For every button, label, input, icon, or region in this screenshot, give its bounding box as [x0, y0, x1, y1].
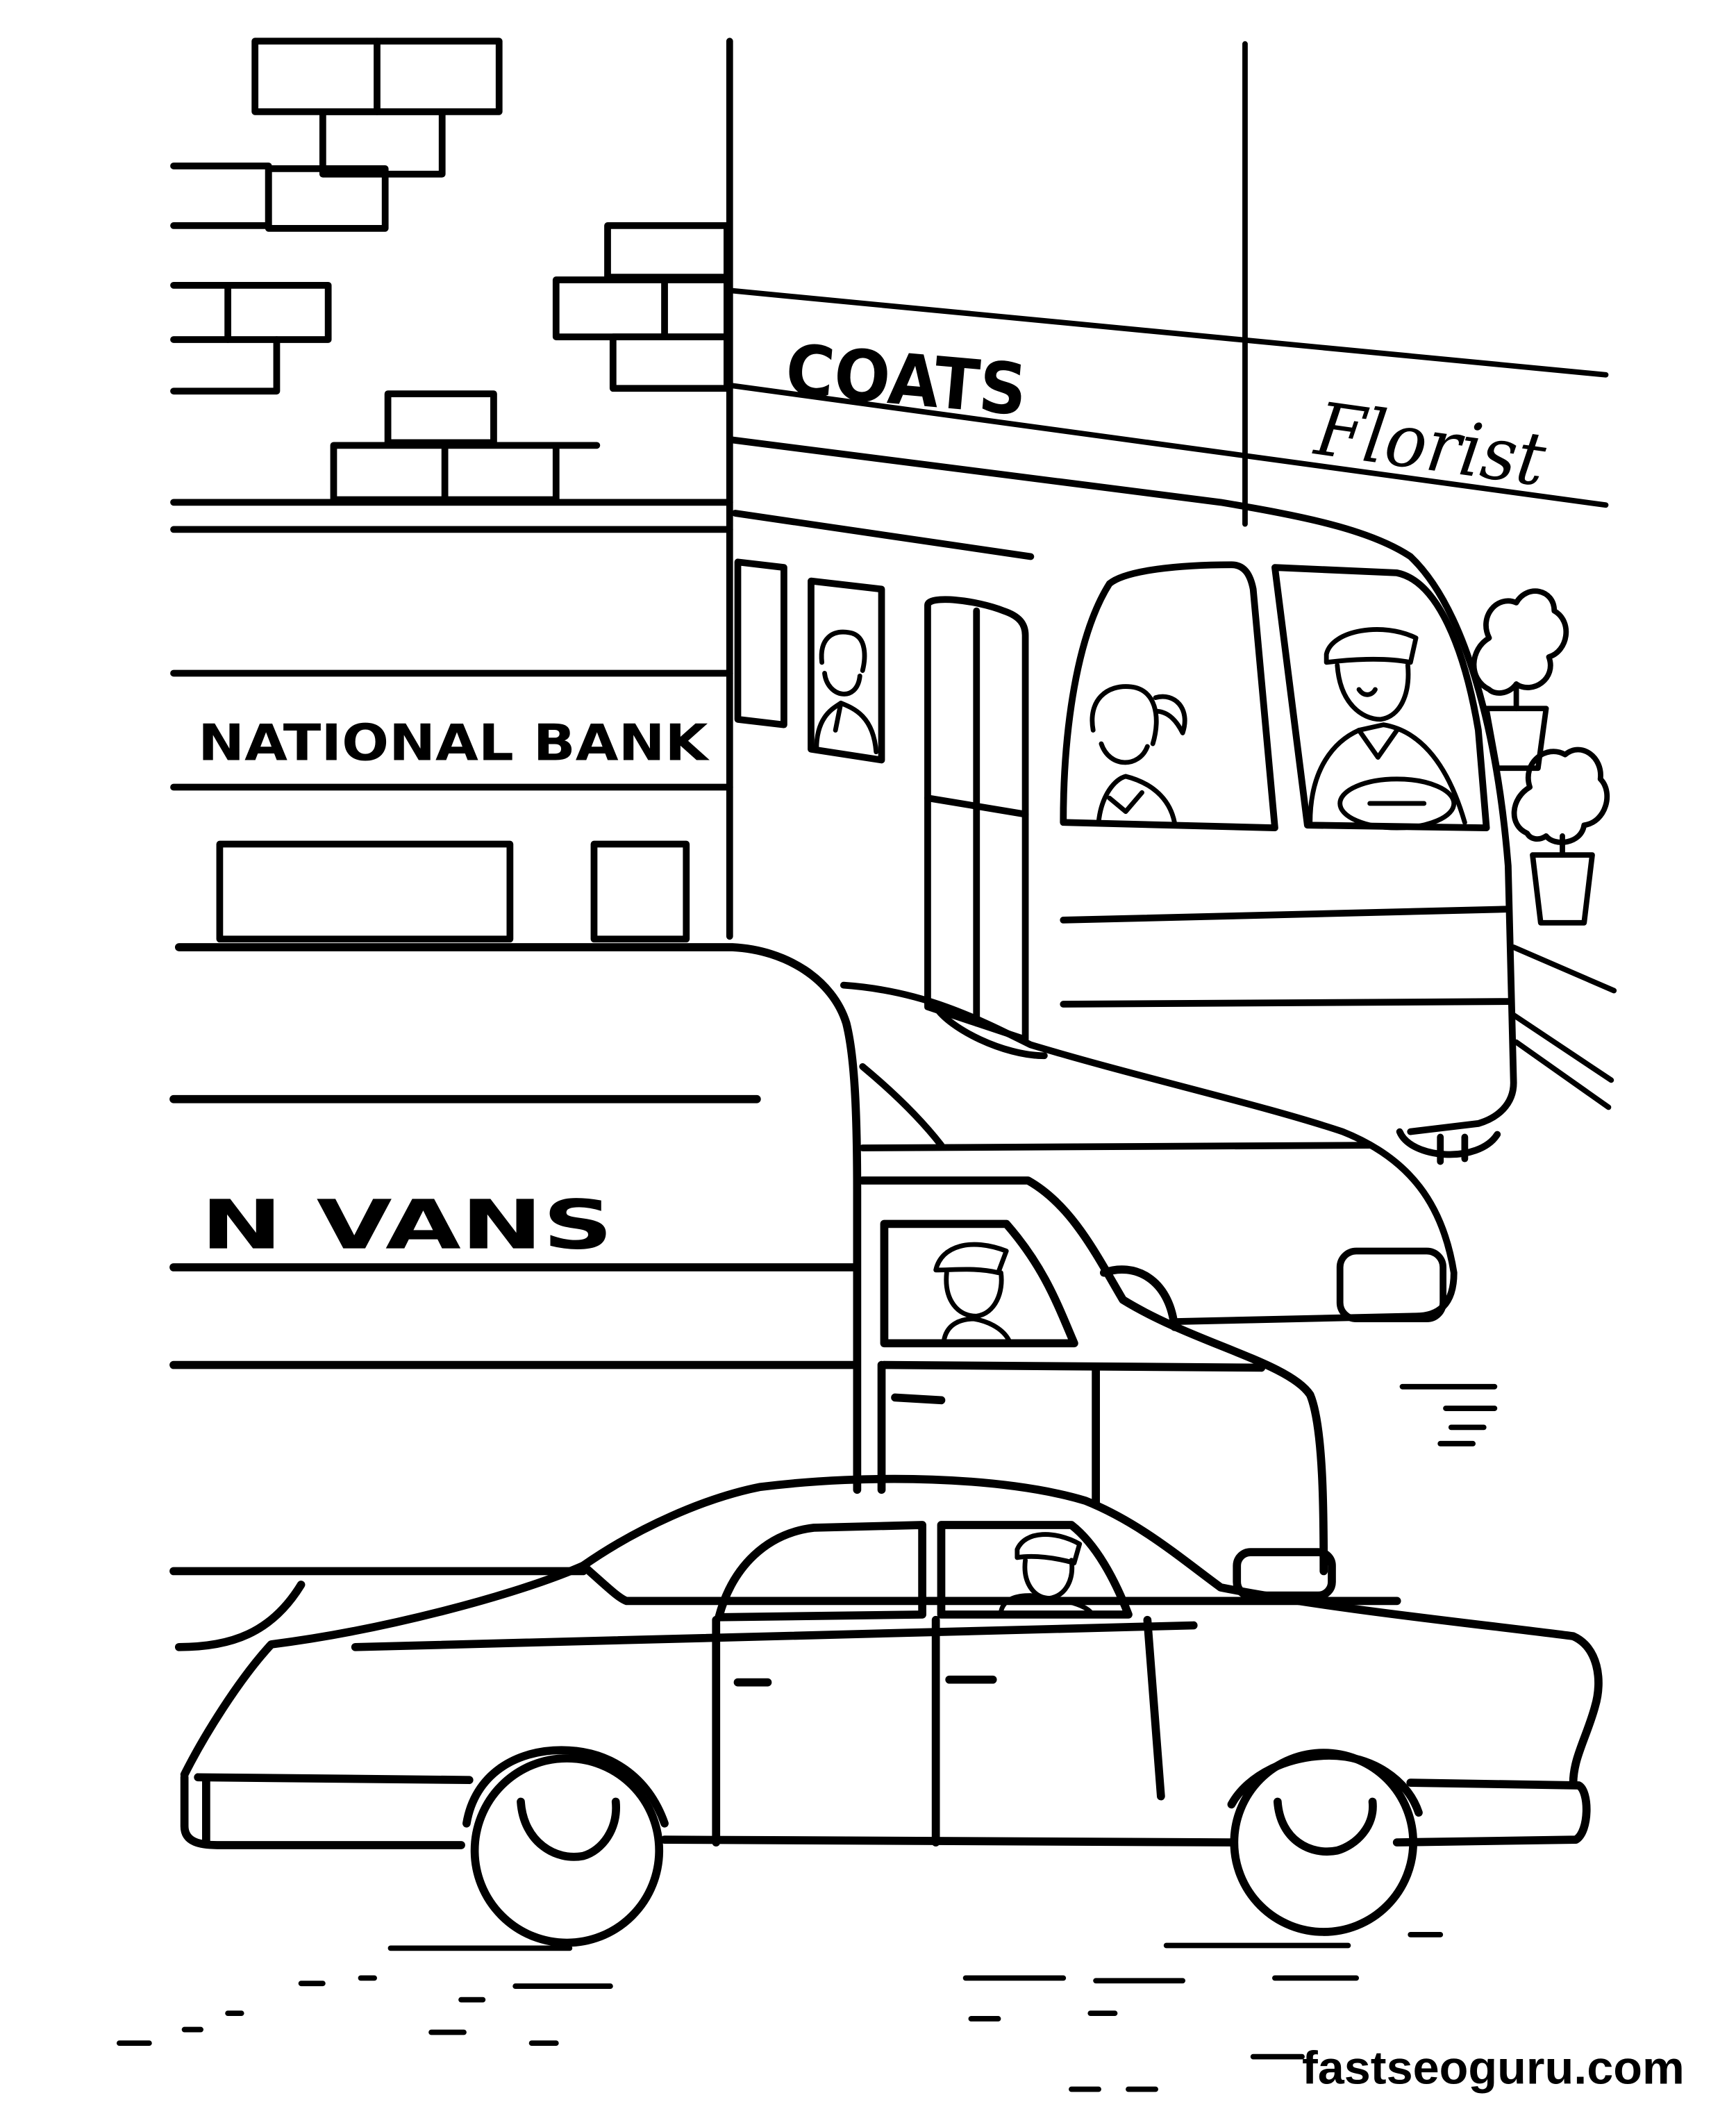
- sedan-front-window: [937, 1521, 1133, 1619]
- brick-wall: [170, 38, 731, 503]
- truck-driver-figure: [933, 1242, 1012, 1343]
- moving-van: [169, 943, 862, 1651]
- truck-cab: [858, 1176, 1336, 1600]
- shop-building: [729, 41, 1617, 1110]
- streetcar-window-passenger: [808, 577, 885, 764]
- florist-sign: Florist: [1309, 386, 1551, 503]
- streetcar-door: [924, 596, 1029, 1043]
- streetcar: [728, 436, 1517, 1165]
- streetcar-windshield-left: [1060, 561, 1278, 831]
- watermark-text: fastseoguru.com: [1302, 2043, 1685, 2094]
- bank-window-right: [590, 840, 690, 943]
- bank-window-left: [216, 840, 514, 943]
- truck-cab-window: [880, 1219, 1078, 1348]
- streetcar-windshield-right: [1271, 564, 1490, 831]
- coats-sign: COATS: [783, 328, 1030, 431]
- bank-building: [170, 38, 733, 943]
- sedan-car: [180, 1474, 1603, 1849]
- road-marks-right: [1399, 1383, 1498, 1447]
- sedan-driver-figure: [998, 1532, 1093, 1615]
- sedan-wheels: [462, 1746, 1423, 1947]
- back-car: [840, 981, 1458, 1325]
- driver-figure: [1308, 627, 1467, 831]
- bank-sign: NATIONAL BANK: [198, 714, 710, 772]
- sedan-rear-window: [715, 1521, 926, 1622]
- road-marks-bottom: [116, 1931, 1444, 2092]
- girl-figure: [1090, 684, 1187, 825]
- passenger-figure: [814, 629, 879, 755]
- potted-plant-lower: [1511, 747, 1610, 926]
- vans-sign: N VANS: [201, 1186, 613, 1265]
